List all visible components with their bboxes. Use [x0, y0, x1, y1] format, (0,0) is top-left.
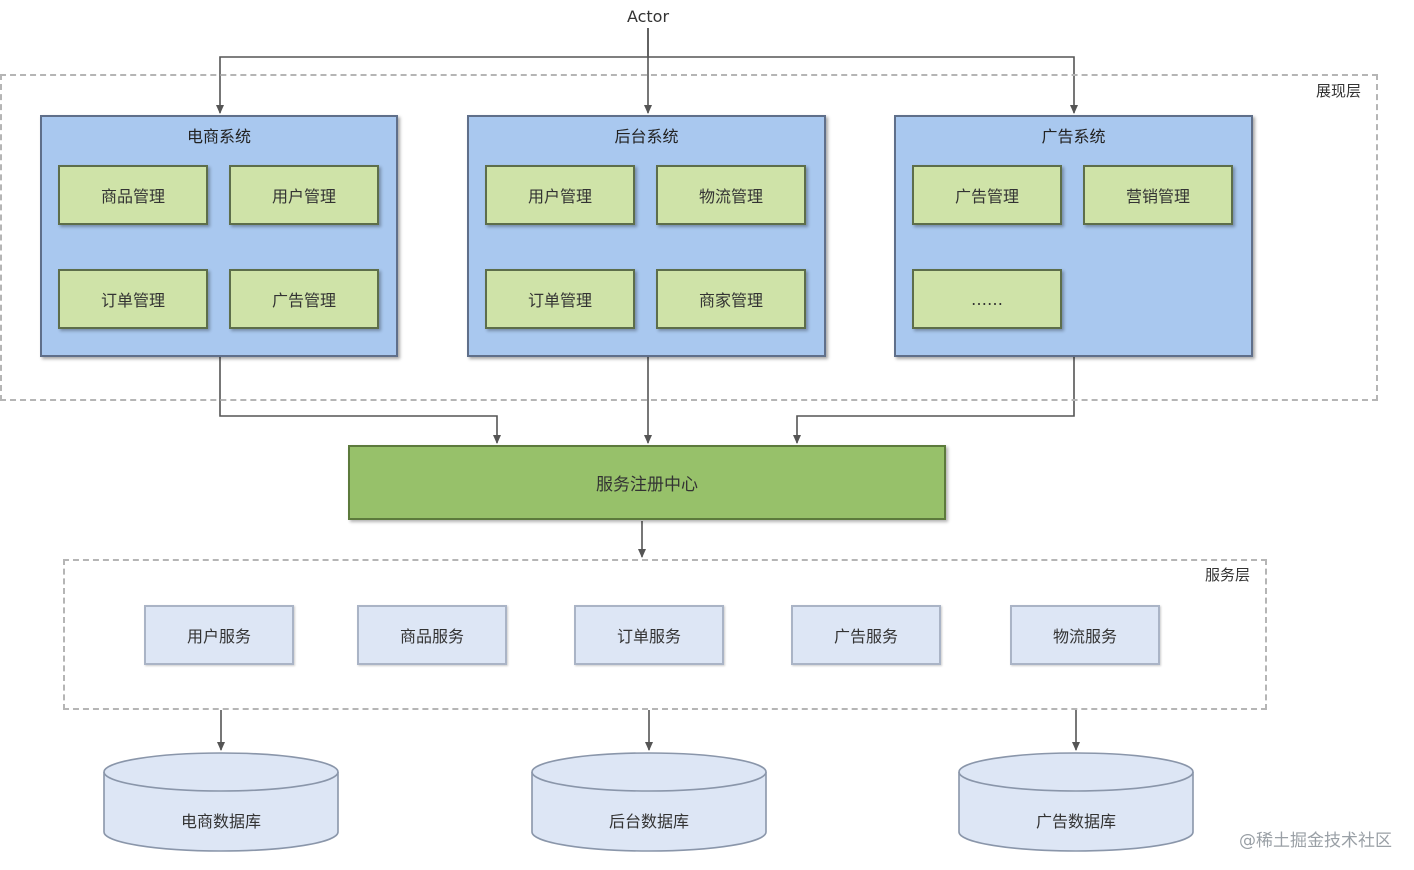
- admin-system[interactable]: 后台系统 用户管理 物流管理 订单管理 商家管理: [467, 115, 826, 357]
- ecommerce-module-ad-mgmt[interactable]: 广告管理: [229, 269, 379, 329]
- ecommerce-database[interactable]: 电商数据库: [103, 752, 339, 852]
- ecommerce-module-order-mgmt[interactable]: 订单管理: [58, 269, 208, 329]
- service-order[interactable]: 订单服务: [574, 605, 724, 665]
- ecommerce-system-title: 电商系统: [186, 127, 251, 146]
- presentation-layer-label: 展现层: [1316, 82, 1362, 100]
- admin-module-user-mgmt[interactable]: 用户管理: [485, 165, 635, 225]
- service-product[interactable]: 商品服务: [357, 605, 507, 665]
- service-user[interactable]: 用户服务: [144, 605, 294, 665]
- ads-database-label: 广告数据库: [1035, 812, 1116, 831]
- ads-module-ad-mgmt[interactable]: 广告管理: [912, 165, 1062, 225]
- service-registry[interactable]: 服务注册中心: [348, 445, 946, 520]
- actor-to-ads-line: [648, 56, 1078, 114]
- admin-database-label: 后台数据库: [608, 812, 689, 831]
- ads-system-title: 广告系统: [1041, 127, 1106, 146]
- admin-module-order-mgmt[interactable]: 订单管理: [485, 269, 635, 329]
- admin-module-logistics-mgmt[interactable]: 物流管理: [656, 165, 806, 225]
- service-layer-label: 服务层: [1205, 566, 1251, 584]
- ads-to-registry-line: [793, 357, 1075, 444]
- service-layer-boundary: [63, 559, 1267, 710]
- admin-system-title: 后台系统: [614, 127, 679, 146]
- actor-label: Actor: [626, 7, 670, 26]
- database-cylinder-icon: [103, 752, 339, 852]
- ecommerce-to-registry-line: [219, 357, 501, 444]
- database-cylinder-icon: [531, 752, 767, 852]
- watermark: @稀土掘金技术社区: [1239, 831, 1392, 851]
- service-ad[interactable]: 广告服务: [791, 605, 941, 665]
- database-cylinder-icon: [958, 752, 1194, 852]
- admin-module-merchant-mgmt[interactable]: 商家管理: [656, 269, 806, 329]
- admin-database[interactable]: 后台数据库: [531, 752, 767, 852]
- ecommerce-system[interactable]: 电商系统 商品管理 用户管理 订单管理 广告管理: [40, 115, 398, 357]
- presentation-layer-boundary: [0, 74, 1378, 401]
- ads-module-marketing-mgmt[interactable]: 营销管理: [1083, 165, 1233, 225]
- ecommerce-module-user-mgmt[interactable]: 用户管理: [229, 165, 379, 225]
- ads-system[interactable]: 广告系统 广告管理 营销管理 ……: [894, 115, 1253, 357]
- ecommerce-database-label: 电商数据库: [180, 812, 261, 831]
- service-logistics[interactable]: 物流服务: [1010, 605, 1160, 665]
- ecommerce-module-product-mgmt[interactable]: 商品管理: [58, 165, 208, 225]
- ads-module-more[interactable]: ……: [912, 269, 1062, 329]
- ads-database[interactable]: 广告数据库: [958, 752, 1194, 852]
